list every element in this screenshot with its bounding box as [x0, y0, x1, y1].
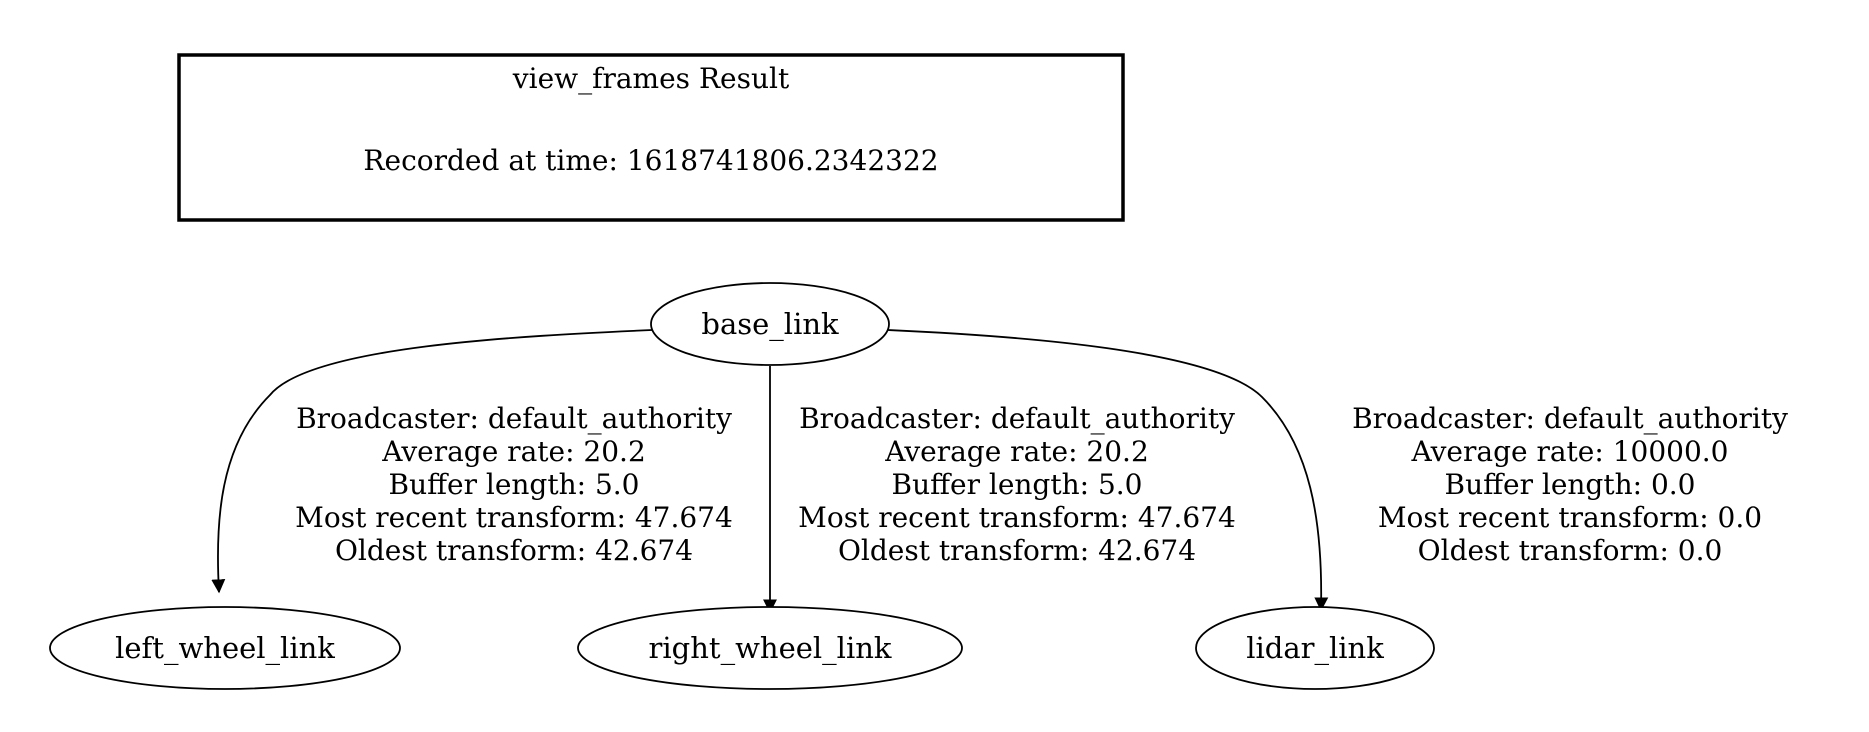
- edge-label-line: Most recent transform: 47.674: [295, 501, 733, 534]
- node-left-wheel-link: left_wheel_link: [49, 606, 401, 690]
- edge-line-lidar: [887, 329, 1329, 612]
- header-title: view_frames Result: [512, 62, 790, 95]
- header-frame: [177, 53, 1125, 222]
- edge-label-line: Oldest transform: 0.0: [1418, 534, 1723, 567]
- edge-label-line: Oldest transform: 42.674: [838, 534, 1196, 567]
- node-label: lidar_link: [1246, 631, 1384, 666]
- edge-label-line: Oldest transform: 42.674: [335, 534, 693, 567]
- edge-left-wheel: [211, 329, 653, 594]
- edge-label-line: Broadcaster: default_authority: [296, 402, 732, 435]
- edge-label-right-wheel: Broadcaster: default_authority Average r…: [798, 402, 1236, 567]
- edge-label-line: Most recent transform: 47.674: [798, 501, 1236, 534]
- edge-label-line: Average rate: 10000.0: [1411, 435, 1729, 468]
- edge-label-line: Broadcaster: default_authority: [799, 402, 1235, 435]
- edge-label-line: Average rate: 20.2: [381, 435, 646, 468]
- edge-label-line: Buffer length: 5.0: [389, 468, 640, 501]
- edge-label-line: Buffer length: 0.0: [1445, 468, 1696, 501]
- edge-label-line: Buffer length: 5.0: [892, 468, 1143, 501]
- header-box: view_frames Result Recorded at time: 161…: [177, 53, 1125, 222]
- node-label: left_wheel_link: [115, 631, 335, 666]
- edge-label-line: Broadcaster: default_authority: [1352, 402, 1788, 435]
- node-label: right_wheel_link: [649, 631, 892, 666]
- edge-label-line: Average rate: 20.2: [884, 435, 1149, 468]
- node-ellipse: [49, 606, 401, 690]
- node-label: base_link: [701, 307, 839, 342]
- edge-label-lidar: Broadcaster: default_authority Average r…: [1352, 402, 1788, 567]
- node-ellipse: [1195, 606, 1435, 690]
- node-right-wheel-link: right_wheel_link: [577, 606, 963, 690]
- node-lidar-link: lidar_link: [1195, 606, 1435, 690]
- node-ellipse: [577, 606, 963, 690]
- node-ellipse: [650, 282, 890, 366]
- node-base-link: base_link: [650, 282, 890, 366]
- edge-label-left-wheel: Broadcaster: default_authority Average r…: [295, 402, 733, 567]
- edge-line-left-wheel: [211, 329, 653, 594]
- header-subtitle: Recorded at time: 1618741806.2342322: [363, 144, 938, 177]
- edge-lidar: [887, 329, 1329, 612]
- edge-label-line: Most recent transform: 0.0: [1378, 501, 1762, 534]
